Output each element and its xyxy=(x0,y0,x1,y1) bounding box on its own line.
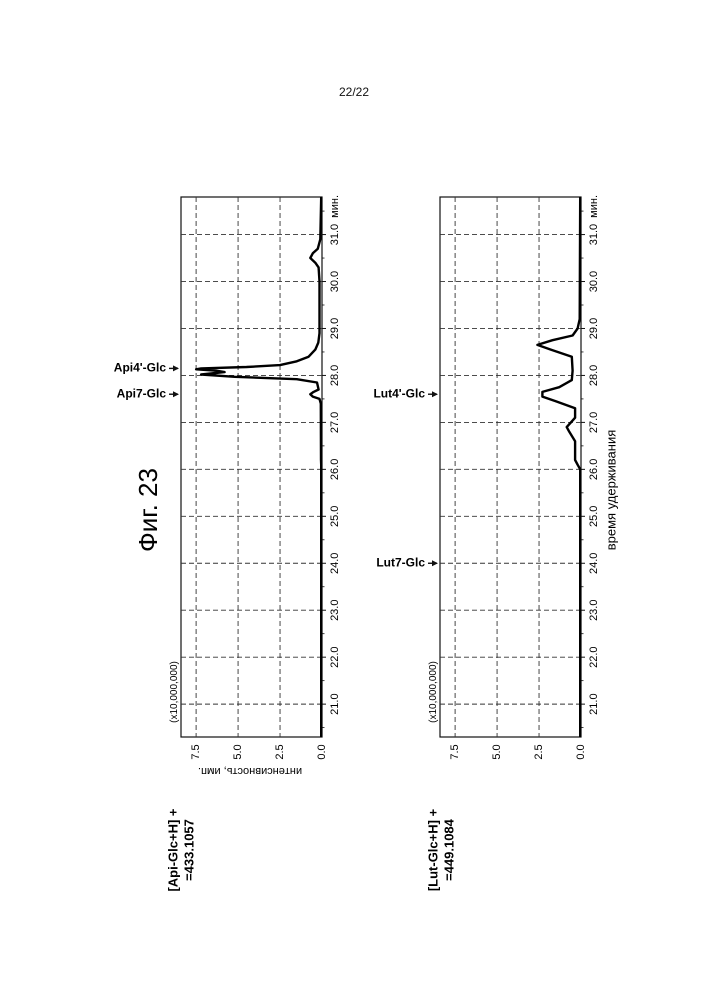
y-tick-label-top-3: 7.5 xyxy=(190,744,202,759)
x-tick-label-top-3: 24.0 xyxy=(329,553,341,574)
plot-frame-top xyxy=(181,197,322,737)
y-tick-label-top-1: 2.5 xyxy=(274,744,286,759)
figure-title: Фиг. 23 xyxy=(133,468,163,552)
multiplier-label-top: (x10,000,000) xyxy=(169,661,180,723)
x-tick-label-top-10: 31.0 xyxy=(329,224,341,245)
y-tick-label-bottom-2: 5.0 xyxy=(491,744,503,759)
x-unit-label-top: мин. xyxy=(329,195,341,218)
x-tick-label-bottom-5: 26.0 xyxy=(588,459,600,480)
x-tick-label-top-9: 30.0 xyxy=(329,271,341,292)
x-tick-label-top-7: 28.0 xyxy=(329,365,341,386)
peak-label-bottom-0: Lut4'-Glc xyxy=(373,386,425,400)
x-tick-label-top-2: 23.0 xyxy=(329,600,341,621)
x-tick-label-bottom-1: 22.0 xyxy=(588,646,600,667)
annotation-arrowhead-bottom-1 xyxy=(432,560,438,566)
y-tick-label-bottom-3: 7.5 xyxy=(449,744,461,759)
x-tick-label-top-1: 22.0 xyxy=(329,646,341,667)
plot-frame-bottom xyxy=(440,197,581,737)
y-tick-label-top-2: 5.0 xyxy=(232,744,244,759)
ion-mass-label-bottom: =449.1084 xyxy=(441,818,456,881)
annotation-arrowhead-top-0 xyxy=(173,365,179,371)
x-tick-label-bottom-3: 24.0 xyxy=(588,553,600,574)
ion-label-top: [Api-Glc+H] + xyxy=(165,808,180,891)
peak-label-top-0: Api4'-Glc xyxy=(114,361,167,375)
chromatogram-trace-top xyxy=(196,197,321,737)
x-tick-label-bottom-8: 29.0 xyxy=(588,318,600,339)
x-unit-label-bottom: мин. xyxy=(588,195,600,218)
peak-label-top-1: Api7-Glc xyxy=(117,386,167,400)
ion-label-bottom: [Lut-Glc+H] + xyxy=(425,808,440,891)
x-tick-label-bottom-4: 25.0 xyxy=(588,506,600,527)
x-tick-label-bottom-9: 30.0 xyxy=(588,271,600,292)
x-tick-label-top-8: 29.0 xyxy=(329,318,341,339)
y-tick-label-bottom-1: 2.5 xyxy=(533,744,545,759)
x-tick-label-bottom-0: 21.0 xyxy=(588,693,600,714)
x-tick-label-top-4: 25.0 xyxy=(329,506,341,527)
x-tick-label-bottom-2: 23.0 xyxy=(588,600,600,621)
annotation-arrowhead-top-1 xyxy=(173,391,179,397)
x-tick-label-top-5: 26.0 xyxy=(329,459,341,480)
y-axis-title: интенсивность, имп. xyxy=(198,765,302,777)
x-tick-label-bottom-10: 31.0 xyxy=(588,224,600,245)
chromatogram-trace-bottom xyxy=(537,197,580,737)
x-tick-label-top-6: 27.0 xyxy=(329,412,341,433)
multiplier-label-bottom: (x10,000,000) xyxy=(428,661,439,723)
annotation-arrowhead-bottom-0 xyxy=(432,391,438,397)
x-tick-label-bottom-6: 27.0 xyxy=(588,412,600,433)
x-axis-title: время удерживания xyxy=(603,430,618,551)
peak-label-bottom-1: Lut7-Glc xyxy=(376,555,425,569)
y-tick-label-top-0: 0.0 xyxy=(316,744,328,759)
y-tick-label-bottom-0: 0.0 xyxy=(575,744,587,759)
ion-mass-label-top: =433.1057 xyxy=(181,819,196,881)
x-tick-label-bottom-7: 28.0 xyxy=(588,365,600,386)
x-tick-label-top-0: 21.0 xyxy=(329,693,341,714)
